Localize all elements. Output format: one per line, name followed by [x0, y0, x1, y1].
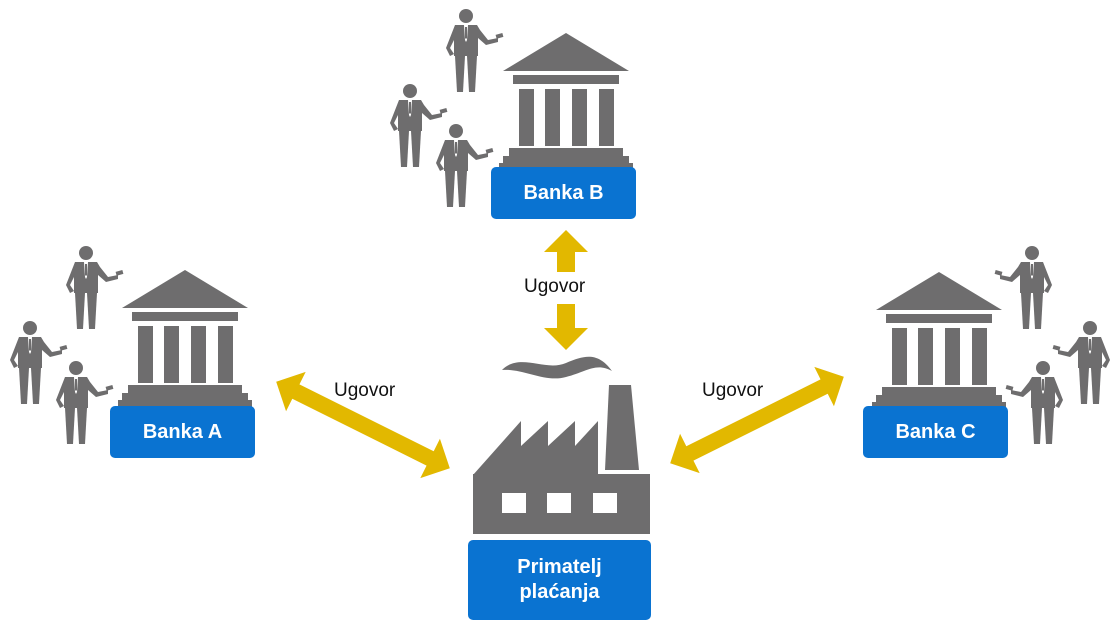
- businessman-icon: [436, 124, 494, 207]
- businessman-icon: [10, 321, 68, 404]
- factory-icon: [473, 356, 650, 534]
- contract-label-bank-b: Ugovor: [524, 276, 586, 297]
- bank-b-label: Banka B: [491, 167, 636, 219]
- contract-label-bank-c: Ugovor: [702, 380, 764, 401]
- businessman-icon: [1006, 361, 1063, 444]
- arrow-center-bank-c: [670, 366, 844, 474]
- payee-label-line1: Primatelj: [517, 556, 602, 578]
- bank-building-icon: [118, 270, 252, 408]
- bank-c-label-text: Banka C: [895, 420, 976, 443]
- businessman-icon: [390, 84, 448, 167]
- contract-label-bank-a: Ugovor: [334, 380, 396, 401]
- bank-building-icon: [872, 272, 1006, 410]
- payee-label-line2: plaćanja: [519, 581, 600, 603]
- businessman-icon: [56, 361, 114, 444]
- bank-c-label: Banka C: [863, 406, 1008, 458]
- businessman-icon: [1053, 321, 1110, 404]
- bank-building-icon: [499, 33, 633, 171]
- bank-b-label-text: Banka B: [523, 181, 604, 204]
- businessman-icon: [995, 246, 1052, 329]
- businessman-icon: [66, 246, 124, 329]
- arrow-center-bank-b: [544, 230, 588, 350]
- bank-a-label: Banka A: [110, 406, 255, 458]
- bank-a-label-text: Banka A: [142, 420, 223, 443]
- arrow-center-bank-a: [276, 371, 450, 479]
- payee-label: Primatelj plaćanja: [468, 540, 651, 620]
- businessman-icon: [446, 9, 504, 92]
